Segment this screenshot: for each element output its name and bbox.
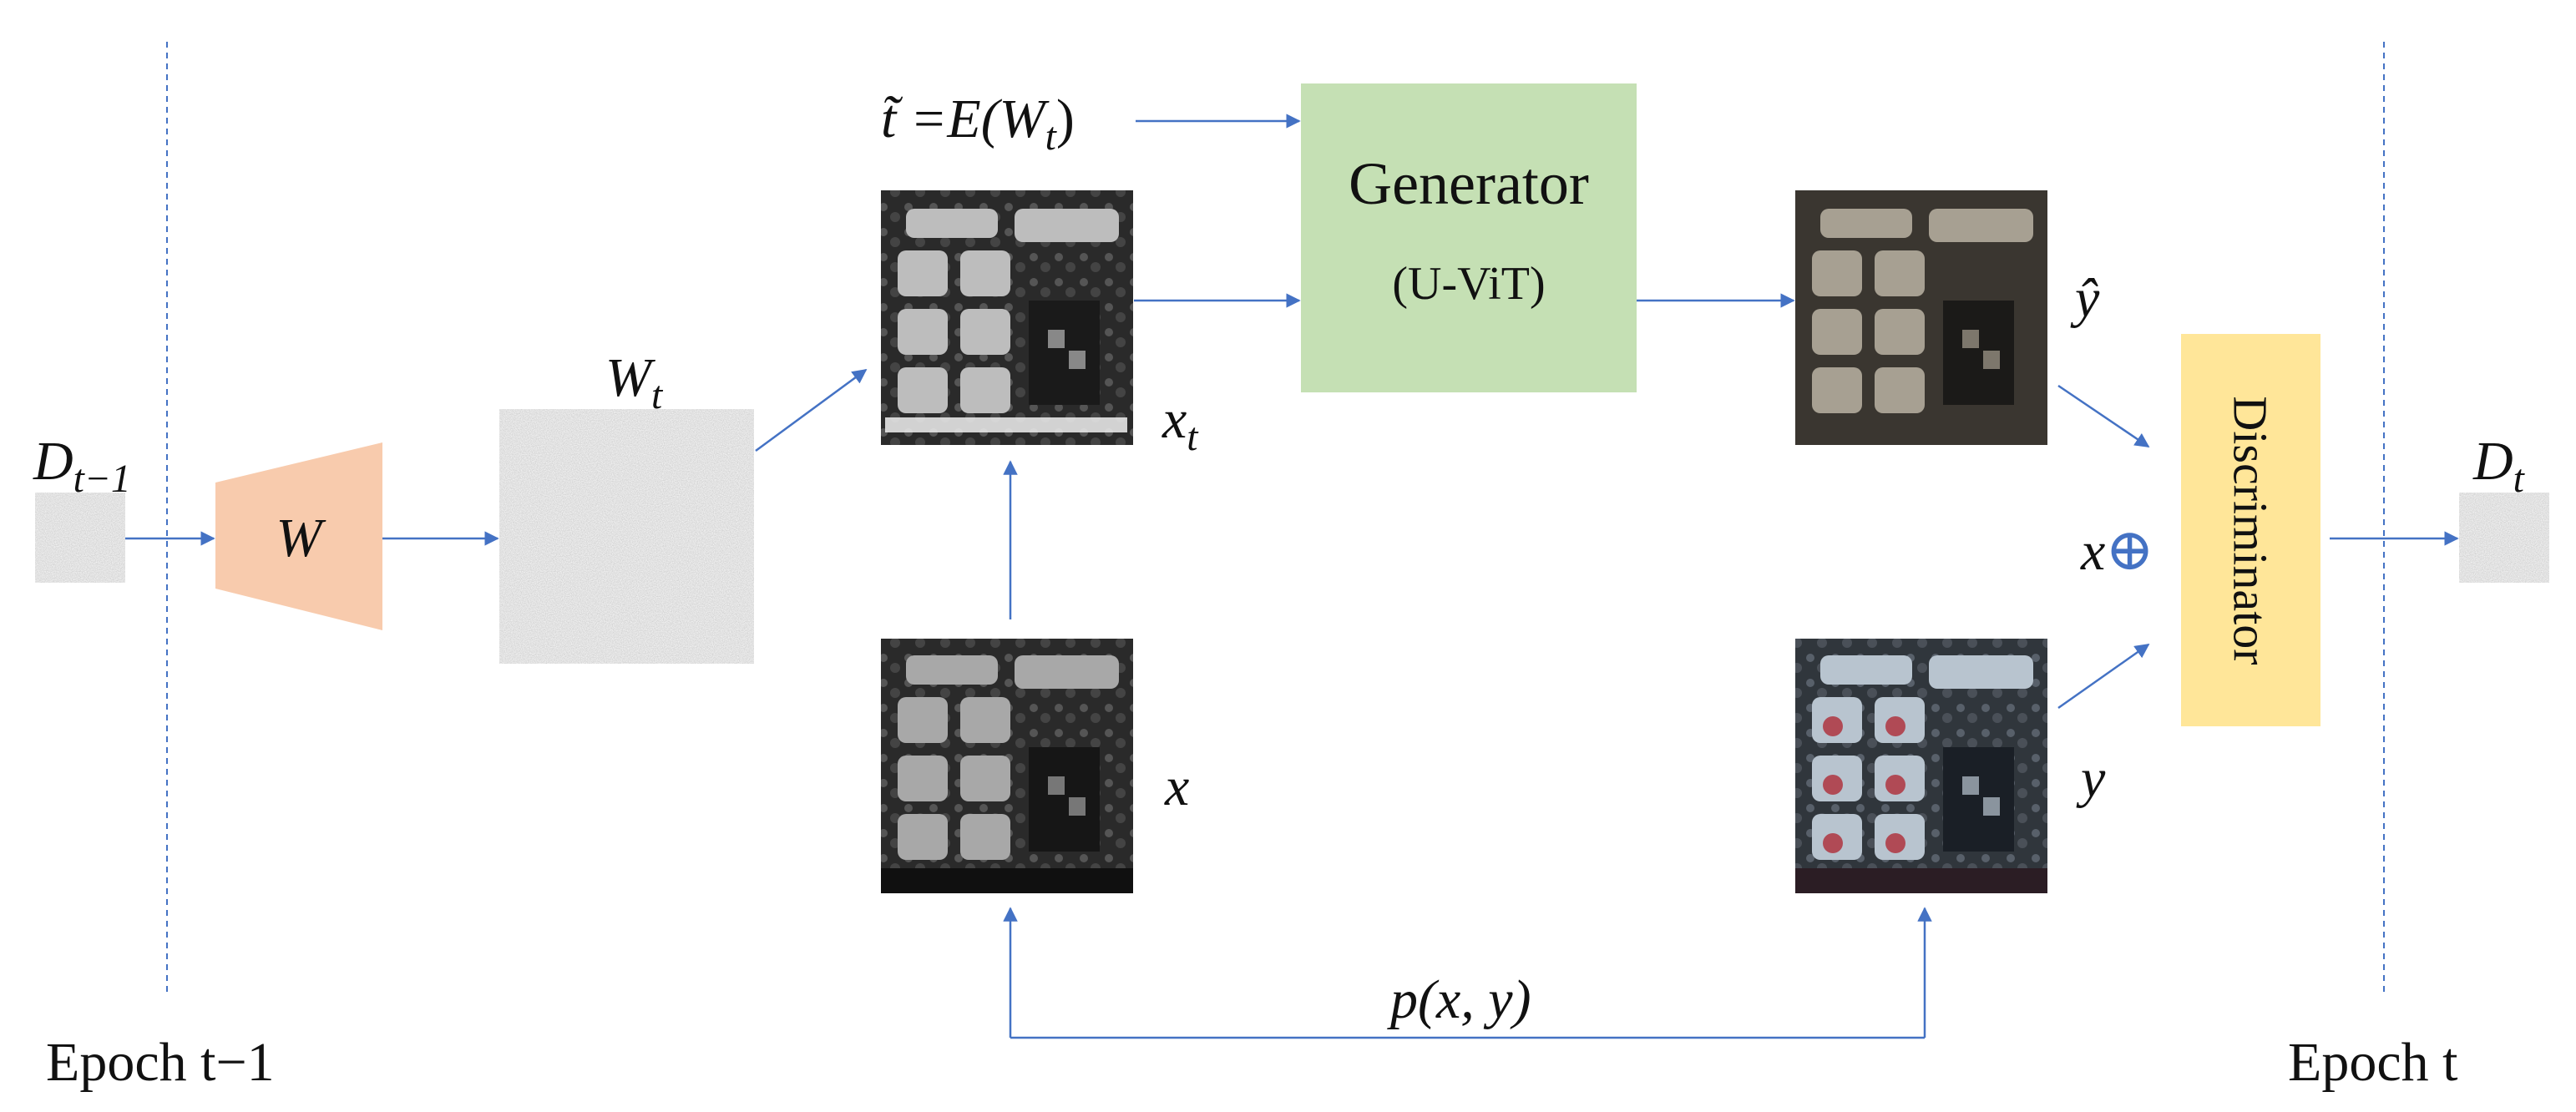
discriminator-label: Discriminator	[2224, 395, 2278, 665]
y-image	[1795, 639, 2047, 893]
arrow-y-to-discriminator	[2057, 643, 2150, 710]
y-hat-image	[1795, 190, 2047, 445]
discriminator-label-wrap: Discriminator	[2181, 334, 2320, 726]
generator-title: Generator	[1349, 149, 1589, 217]
discriminator-box	[2181, 334, 2320, 726]
y-label: y	[2081, 748, 2106, 809]
t-tilde-label: t̃ =E(Wt)	[881, 88, 1075, 159]
w-encoder-trapezoid	[215, 442, 382, 630]
d-t-label: Dt	[2473, 431, 2524, 502]
epoch-prev-label: Epoch t−1	[46, 1032, 275, 1093]
wt-noise-image	[499, 409, 754, 664]
generator-subtitle-wrap: (U-ViT)	[1301, 250, 1637, 317]
x-oplus-label: x⊕	[2081, 518, 2154, 583]
arrow-yhat-to-discriminator	[2057, 384, 2150, 448]
xt-label: xt	[1162, 389, 1198, 460]
d-prev-square	[35, 493, 125, 583]
d-prev-label: Dt−1	[33, 431, 131, 502]
d-t-square	[2459, 493, 2549, 583]
generator-title-wrap: Generator	[1301, 142, 1637, 225]
w-label: W	[276, 508, 322, 569]
pair-label: p(x, y)	[1390, 969, 1531, 1030]
generator-box	[1301, 83, 1637, 392]
x-label: x	[1165, 756, 1190, 817]
y-hat-label: ŷ	[2075, 268, 2100, 329]
arrow-wt-to-xt	[755, 368, 868, 452]
x-image	[881, 639, 1133, 893]
generator-subtitle: (U-ViT)	[1392, 258, 1546, 310]
w-label-wrap: W	[215, 501, 382, 576]
epoch-curr-label: Epoch t	[2288, 1032, 2458, 1093]
wt-label: Wt	[605, 347, 663, 418]
xt-image	[881, 190, 1133, 445]
